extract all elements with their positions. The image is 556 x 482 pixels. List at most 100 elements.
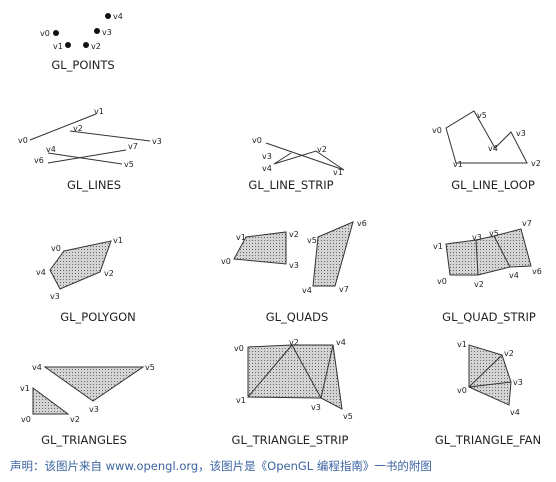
panel-line-loop: v0 v1 v2 v3 v4 v5 GL_LINE_LOOP (432, 110, 541, 192)
vertex-label: v4 (36, 268, 46, 277)
vertex-label: v3 (472, 233, 482, 242)
point-v3 (94, 28, 100, 34)
vertex-label: v3 (311, 403, 321, 412)
caption-triangle-strip: GL_TRIANGLE_STRIP (232, 433, 349, 447)
vertex-label: v7 (522, 219, 532, 228)
panel-line-strip: v0 v1 v2 v3 v4 GL_LINE_STRIP (248, 136, 345, 192)
vertex-label: v1 (94, 107, 104, 116)
vertex-label: v5 (307, 236, 317, 245)
vertex-label: v6 (34, 156, 44, 165)
triangle-strip-shape (247, 344, 343, 410)
vertex-label: v0 (51, 244, 61, 253)
quad-shape (312, 221, 354, 287)
vertex-label: v3 (516, 129, 526, 138)
vertex-label: v5 (489, 229, 499, 238)
vertex-label: v4 (509, 271, 519, 280)
quad-strip-edge (493, 235, 511, 268)
line-loop-path (445, 110, 528, 164)
vertex-label: v0 (21, 415, 31, 424)
quad-strip-shape (445, 228, 532, 276)
quad-strip-edge (475, 239, 479, 276)
vertex-label: v5 (343, 412, 353, 421)
triangle-strip-edge (247, 344, 293, 398)
point-v4 (105, 13, 111, 19)
panel-polygon: v0 v1 v2 v3 v4 GL_POLYGON (36, 236, 136, 324)
triangle-fan-shape (468, 344, 512, 406)
vertex-label: v1 (433, 242, 443, 251)
vertex-label: v6 (532, 267, 542, 276)
vertex-label: v2 (91, 42, 101, 51)
vertex-label: v1 (113, 236, 123, 245)
vertex-label: v0 (437, 277, 447, 286)
vertex-label: v5 (145, 363, 155, 372)
caption-line-loop: GL_LINE_LOOP (451, 178, 535, 192)
vertex-label: v1 (20, 384, 30, 393)
source-note: 声明：该图片来自 www.opengl.org，该图片是《OpenGL 编程指南… (10, 459, 432, 473)
quad-shape (233, 231, 287, 265)
vertex-label: v2 (504, 349, 514, 358)
point-v0 (53, 30, 59, 36)
triangle-strip-edge (320, 344, 334, 399)
panel-points: v0 v1 v2 v3 v4 GL_POINTS (40, 12, 123, 72)
vertex-label: v4 (46, 145, 56, 154)
vertex-label: v1 (333, 168, 343, 177)
vertex-label: v4 (262, 164, 272, 173)
vertex-label: v4 (510, 408, 520, 417)
caption-lines: GL_LINES (67, 178, 121, 192)
vertex-label: v2 (289, 230, 299, 239)
vertex-label: v3 (262, 152, 272, 161)
caption-triangle-fan: GL_TRIANGLE_FAN (435, 433, 541, 447)
vertex-label: v2 (104, 269, 114, 278)
triangle-fan-edge (468, 354, 503, 388)
vertex-label: v3 (152, 137, 162, 146)
vertex-label: v1 (53, 42, 63, 51)
panel-triangle-strip: v0 v1 v2 v3 v4 v5 GL_TRIANGLE_STRIP (232, 338, 353, 447)
line-segment (29, 113, 97, 141)
vertex-label: v0 (234, 344, 244, 353)
vertex-label: v2 (289, 338, 299, 347)
line-segment (47, 152, 123, 165)
vertex-label: v3 (102, 28, 112, 37)
panel-quad-strip: v0 v1 v2 v3 v4 v5 v6 v7 GL_QUAD_STRIP (433, 219, 542, 324)
vertex-label: v4 (32, 363, 42, 372)
vertex-label: v1 (236, 233, 246, 242)
panel-triangle-fan: v0 v1 v2 v3 v4 GL_TRIANGLE_FAN (435, 340, 541, 447)
opengl-primitives-diagram: v0 v1 v2 v3 v4 GL_POINTS v0 v1 v2 v3 v4 … (18, 12, 542, 447)
vertex-label: v7 (339, 285, 349, 294)
vertex-label: v4 (302, 286, 312, 295)
vertex-label: v6 (357, 219, 367, 228)
vertex-label: v3 (50, 292, 60, 301)
vertex-label: v2 (531, 159, 541, 168)
triangle-shape (32, 387, 70, 415)
vertex-label: v5 (477, 111, 487, 120)
vertex-label: v4 (336, 338, 346, 347)
vertex-label: v1 (453, 160, 463, 169)
panel-quads: v0 v1 v2 v3 v4 v5 v6 v7 GL_QUADS (221, 219, 367, 324)
line-segment (47, 149, 127, 164)
vertex-label: v2 (73, 124, 83, 133)
triangle-strip-edge (291, 344, 322, 399)
vertex-label: v2 (317, 145, 327, 154)
vertex-label: v3 (289, 261, 299, 270)
vertex-label: v0 (432, 126, 442, 135)
vertex-label: v0 (252, 136, 262, 145)
vertex-label: v1 (457, 340, 467, 349)
point-v1 (65, 42, 71, 48)
vertex-label: v1 (236, 396, 246, 405)
triangle-fan-edge (468, 381, 512, 388)
vertex-label: v2 (474, 280, 484, 289)
vertex-label: v3 (89, 405, 99, 414)
line-strip-path (265, 142, 345, 171)
caption-points: GL_POINTS (51, 58, 114, 72)
panel-lines-labels: v0 v1 v2 v3 v4 v5 v6 v7 GL_LINES (18, 107, 162, 192)
vertex-label: v7 (128, 142, 138, 151)
caption-quads: GL_QUADS (266, 310, 329, 324)
vertex-label: v2 (70, 415, 80, 424)
triangle-shape (43, 366, 145, 402)
vertex-label: v3 (513, 378, 523, 387)
caption-quad-strip: GL_QUAD_STRIP (442, 310, 536, 324)
vertex-label: v0 (457, 386, 467, 395)
vertex-label: v0 (18, 136, 28, 145)
vertex-label: v4 (488, 144, 498, 153)
point-v2 (83, 42, 89, 48)
